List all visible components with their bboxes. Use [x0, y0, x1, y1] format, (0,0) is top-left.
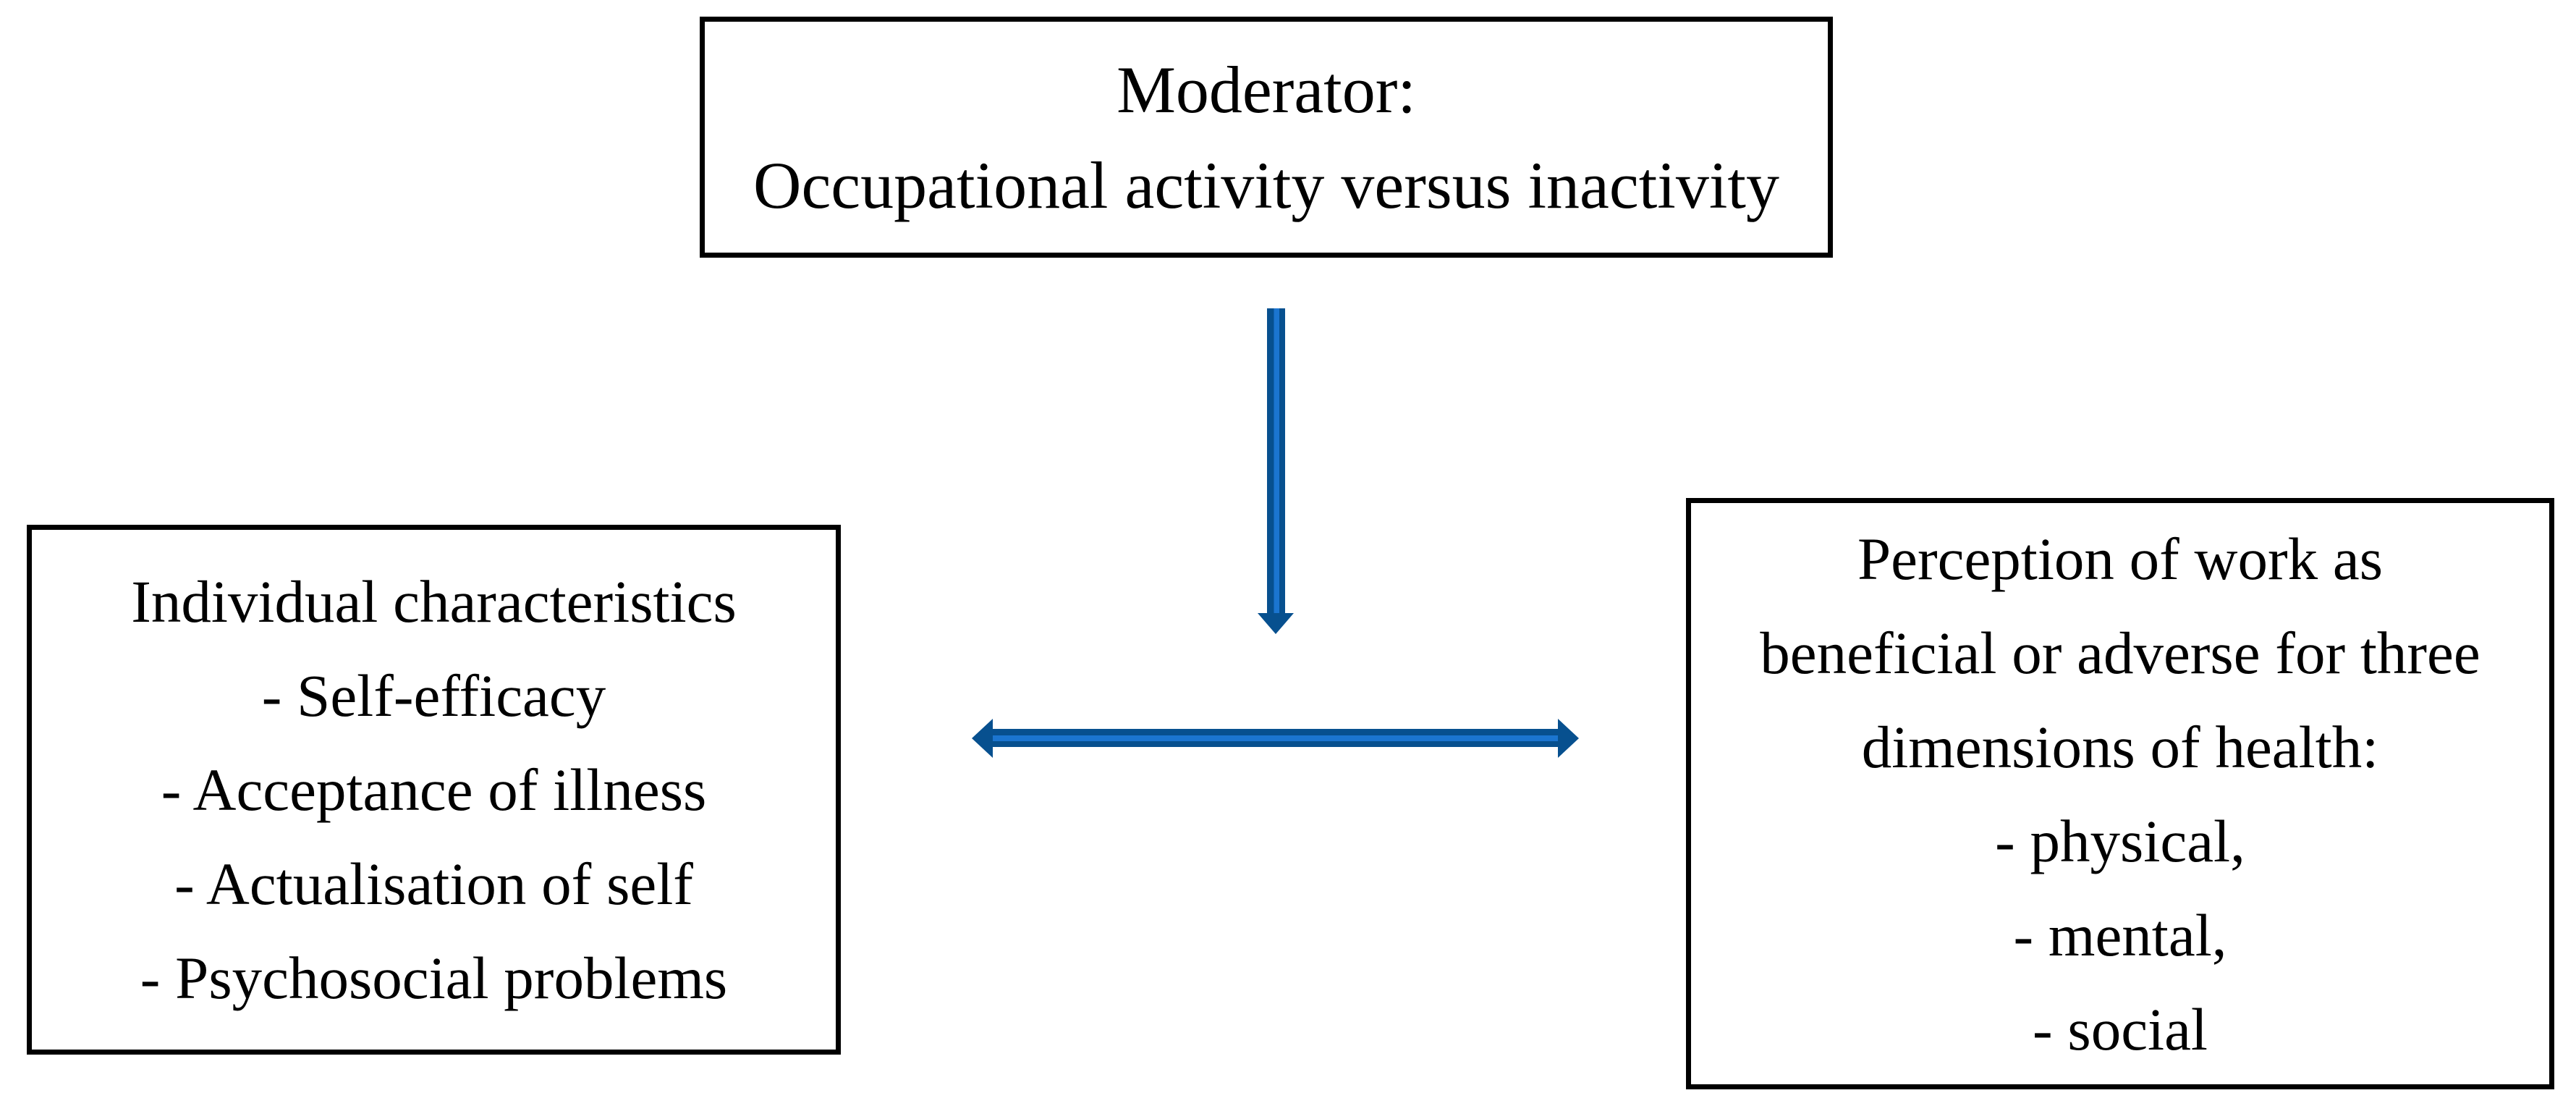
double-arrow-left-head — [972, 719, 993, 758]
double-arrow-right-head — [1558, 719, 1579, 758]
individual-characteristics-box: Individual characteristics - Self-effica… — [27, 525, 841, 1055]
down-arrow-icon — [1258, 308, 1294, 634]
perception-box-item-2: - mental, — [2013, 901, 2227, 968]
perception-box-item-1: - physical, — [1995, 807, 2245, 874]
perception-of-work-box: Perception of work as beneficial or adve… — [1686, 498, 2554, 1089]
individual-box-item-4: - Psychosocial problems — [140, 945, 728, 1011]
perception-box-line-2: beneficial or adverse for three — [1760, 619, 2480, 686]
moderator-box: Moderator: Occupational activity versus … — [700, 17, 1833, 258]
down-arrow-head — [1258, 613, 1294, 634]
down-arrow-shaft — [1267, 308, 1285, 614]
individual-box-item-1: - Self-efficacy — [261, 662, 606, 729]
moderator-box-line-2: Occupational activity versus inactivity — [753, 148, 1779, 222]
individual-box-item-3: - Actualisation of self — [174, 850, 693, 917]
perception-box-item-3: - social — [2033, 995, 2208, 1063]
double-arrow-shaft — [992, 729, 1559, 747]
individual-box-item-2: - Acceptance of illness — [161, 756, 707, 823]
double-arrow-icon — [972, 719, 1579, 758]
moderator-box-line-1: Moderator: — [1117, 52, 1416, 127]
perception-box-line-1: Perception of work as — [1857, 525, 2384, 592]
perception-box-line-3: dimensions of health: — [1861, 713, 2379, 780]
individual-box-title: Individual characteristics — [131, 568, 737, 635]
